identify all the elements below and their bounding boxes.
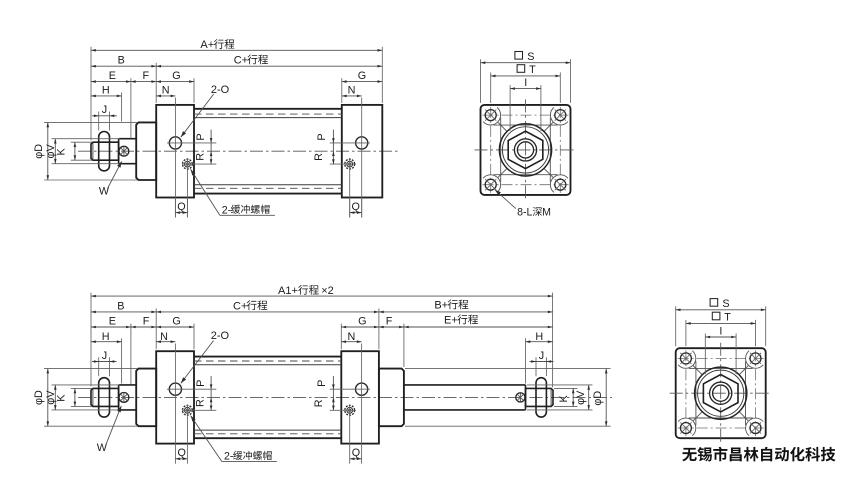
svg-text:G: G bbox=[172, 70, 180, 82]
svg-text:2-O: 2-O bbox=[211, 330, 230, 342]
svg-text:I: I bbox=[524, 77, 527, 89]
svg-text:E: E bbox=[109, 316, 116, 328]
svg-text:K: K bbox=[56, 148, 68, 156]
svg-text:R: R bbox=[195, 153, 207, 161]
svg-text:P: P bbox=[195, 380, 207, 387]
svg-text:8-L: 8-L bbox=[517, 206, 532, 218]
svg-text:F: F bbox=[386, 315, 393, 327]
svg-text:E+: E+ bbox=[444, 315, 458, 327]
svg-text:W: W bbox=[99, 186, 110, 198]
svg-text:H: H bbox=[102, 331, 110, 343]
svg-text:F: F bbox=[143, 315, 150, 327]
svg-text:R: R bbox=[195, 399, 207, 407]
svg-text:φV: φV bbox=[45, 144, 57, 159]
svg-text:B: B bbox=[117, 300, 124, 312]
svg-text:G: G bbox=[358, 316, 366, 328]
svg-text:F: F bbox=[142, 70, 149, 82]
svg-text:φD: φD bbox=[33, 144, 45, 159]
svg-text:B+: B+ bbox=[434, 300, 448, 312]
svg-text:×2: ×2 bbox=[321, 285, 334, 297]
svg-text:Q: Q bbox=[352, 447, 360, 459]
svg-text:2-O: 2-O bbox=[211, 84, 230, 96]
svg-text:2-: 2- bbox=[222, 204, 232, 216]
svg-text:A1+: A1+ bbox=[278, 285, 298, 297]
svg-text:C+: C+ bbox=[234, 55, 248, 67]
svg-text:K: K bbox=[558, 395, 570, 403]
svg-text:φD: φD bbox=[33, 390, 45, 405]
svg-text:P: P bbox=[316, 380, 328, 387]
svg-text:M: M bbox=[542, 206, 551, 218]
svg-text:J: J bbox=[102, 104, 107, 116]
svg-text:P: P bbox=[316, 133, 328, 140]
svg-text:Q: Q bbox=[177, 201, 185, 213]
svg-text:H: H bbox=[102, 85, 110, 97]
svg-text:N: N bbox=[162, 84, 170, 96]
svg-text:S: S bbox=[527, 51, 534, 63]
svg-text:2-: 2- bbox=[224, 451, 234, 463]
svg-text:W: W bbox=[97, 442, 108, 454]
svg-text:R: R bbox=[313, 153, 325, 161]
svg-text:N: N bbox=[347, 331, 355, 343]
svg-text:φV: φV bbox=[575, 390, 587, 405]
svg-text:H: H bbox=[535, 331, 543, 343]
svg-text:J: J bbox=[102, 350, 107, 362]
svg-text:P: P bbox=[195, 133, 207, 140]
svg-text:N: N bbox=[348, 84, 356, 96]
svg-text:T: T bbox=[724, 312, 731, 324]
svg-text:E: E bbox=[109, 70, 116, 82]
svg-text:Q: Q bbox=[177, 447, 185, 459]
svg-text:J: J bbox=[539, 350, 544, 362]
svg-text:Q: Q bbox=[351, 201, 359, 213]
svg-text:φV: φV bbox=[45, 390, 57, 405]
svg-text:A+: A+ bbox=[200, 39, 214, 51]
svg-text:B: B bbox=[118, 55, 125, 67]
svg-text:I: I bbox=[719, 325, 722, 337]
svg-text:G: G bbox=[358, 70, 366, 82]
svg-text:N: N bbox=[160, 331, 168, 343]
svg-text:K: K bbox=[56, 394, 68, 402]
svg-text:φD: φD bbox=[592, 391, 604, 406]
svg-text:T: T bbox=[529, 64, 536, 76]
svg-text:G: G bbox=[172, 316, 180, 328]
svg-text:S: S bbox=[722, 298, 729, 310]
svg-text:C+: C+ bbox=[233, 300, 247, 312]
svg-text:R: R bbox=[313, 399, 325, 407]
